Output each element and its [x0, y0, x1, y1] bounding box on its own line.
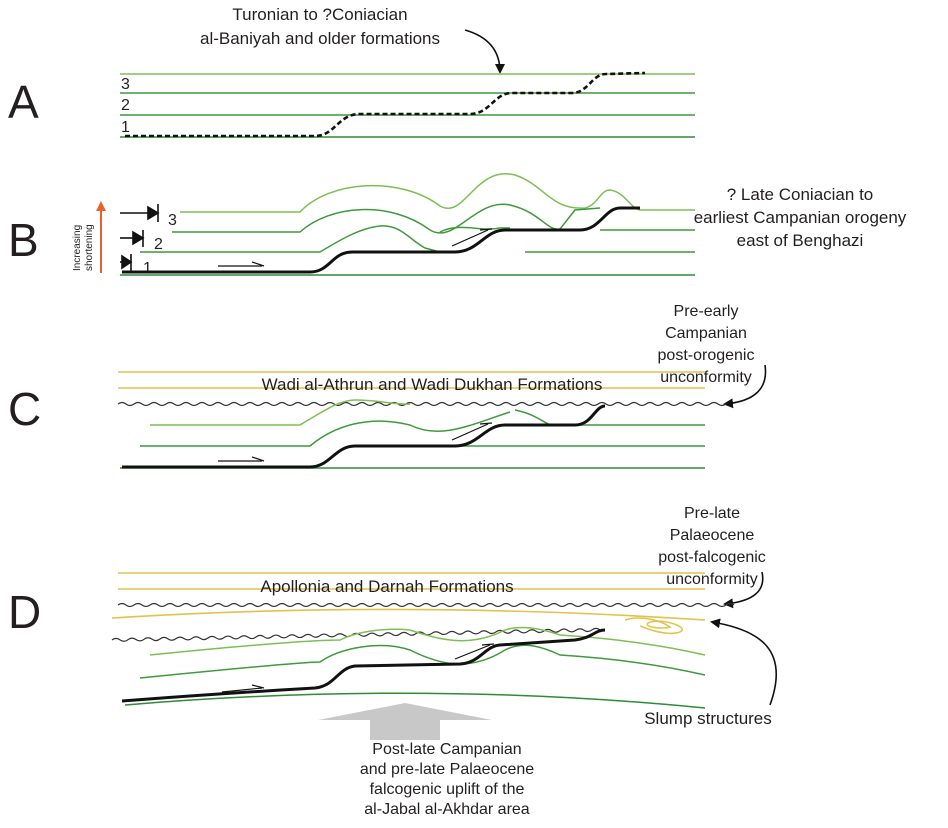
panel-d-formation-label: Apollonia and Darnah Formations	[260, 577, 513, 596]
panel-b-letter: B	[8, 214, 39, 266]
panel-b-layer-label-2: 2	[154, 236, 163, 253]
panel-c-layer-2	[140, 411, 511, 447]
panel-a-layer-label-2: 2	[121, 97, 130, 114]
panel-a-note-line-1: Turonian to ?Coniacian	[232, 5, 407, 24]
panel-b-thrust	[122, 206, 640, 274]
panel-b-layer-1b	[439, 226, 510, 233]
slump-structures-shape	[624, 617, 683, 635]
panel-a-note-line-2: al-Baniyah and older formations	[200, 29, 440, 48]
panel-d-slip-arrow-2	[454, 644, 491, 660]
panel-c-note-line-2: Campanian	[665, 325, 747, 342]
panel-b-layer-label-3: 3	[168, 212, 177, 229]
panel-d: D Pre-late Palaeocene post-falcogenic un…	[8, 505, 777, 728]
panel-d-upper-unconformity	[117, 602, 735, 608]
uplift-arrow	[318, 703, 492, 740]
panel-c-layer-2-tail	[514, 409, 705, 426]
panel-c-note-line-4: unconformity	[660, 369, 752, 386]
panel-c-formation-label: Wadi al-Athrun and Wadi Dukhan Formation…	[262, 375, 603, 394]
panel-d-note-line-3: post-falcogenic	[658, 549, 766, 566]
panel-a-future-thrust	[125, 71, 646, 138]
panel-d-note-line-2: Palaeocene	[670, 527, 755, 544]
uplift-label-2: and pre-late Palaeocene	[360, 761, 534, 778]
panel-c-letter: C	[8, 383, 41, 435]
panel-b-layer-1a	[140, 225, 441, 253]
panel-b-note-line-2: earliest Campanian orogeny	[694, 208, 907, 227]
panel-c-slip-arrow-2	[451, 423, 489, 441]
panel-c-note-line-3: post-orogenic	[658, 347, 755, 364]
panel-c-note-line-1: Pre-early	[674, 303, 739, 320]
panel-b-layer-3	[180, 173, 641, 213]
uplift-label-4: al-Jabal al-Akhdar area	[364, 801, 530, 818]
panel-c-layer-3	[150, 399, 411, 426]
panel-b-slip-arrow-2	[451, 229, 489, 247]
panel-d-layer-3	[149, 626, 706, 656]
shortening-label-2: shortening	[84, 224, 95, 271]
slump-structures-label: Slump structures	[644, 709, 772, 728]
panel-d-letter: D	[8, 586, 41, 638]
panel-b-layer-label-1: 1	[143, 260, 152, 277]
panel-c-unconformity	[117, 401, 727, 407]
panel-b-note-line-1: ? Late Coniacian to	[727, 185, 874, 204]
panel-a: A Turonian to ?Coniacian al-Baniyah and …	[8, 5, 695, 138]
uplift: Post-late Campanian and pre-late Palaeoc…	[318, 703, 534, 818]
panel-a-letter: A	[8, 76, 39, 128]
panel-d-note-line-4: unconformity	[666, 571, 758, 588]
panel-c: C Pre-early Campanian post-orogenic unco…	[8, 303, 767, 469]
panel-b: B Increasing shortening 3 2 1 ? Late Con…	[8, 173, 907, 277]
panel-c-note-arrow	[723, 364, 767, 409]
panel-b-note-line-3: east of Benghazi	[737, 231, 864, 250]
panel-d-note-line-1: Pre-late	[684, 505, 740, 522]
panel-d-layer-2	[139, 644, 706, 679]
shortening-label-1: Increasing	[72, 225, 83, 271]
uplift-label-3: falcogenic uplift of the	[370, 781, 525, 798]
panel-d-lower-unconformity	[111, 627, 601, 642]
panel-d-yellow-curved	[111, 608, 706, 621]
panel-a-layer-label-3: 3	[121, 76, 130, 93]
push-arrows	[120, 204, 160, 271]
panel-a-note-arrow	[464, 29, 505, 74]
uplift-label-1: Post-late Campanian	[372, 741, 521, 758]
slump-structures-arrow	[710, 618, 777, 706]
panel-c-thrust	[122, 404, 606, 469]
panel-d-base	[124, 692, 706, 709]
panel-d-note-arrow	[723, 571, 764, 609]
panel-a-layer-label-1: 1	[121, 119, 130, 136]
panel-d-slip-arrow-1	[221, 687, 263, 693]
panel-d-thrust	[121, 628, 606, 703]
